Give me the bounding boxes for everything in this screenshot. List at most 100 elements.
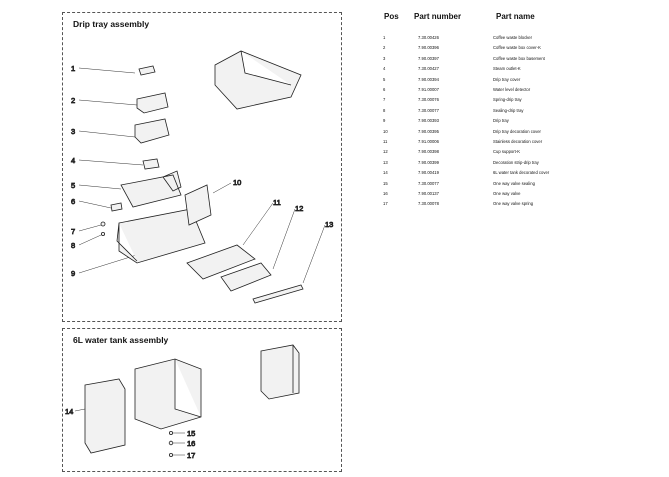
- cell-pos: 7: [383, 97, 386, 103]
- cell-part-number: 7.90.00395: [418, 128, 439, 134]
- cell-part-number: 7.30.00426: [418, 35, 439, 40]
- drip-tray-shape: [116, 208, 206, 264]
- drip-callout-numbers: 1 2 3 4 5 6 7 8 9 10 11 12 13: [71, 64, 334, 279]
- assembled-water-tank-shape: [260, 344, 300, 400]
- cell-part-name: Stainless decoration cover: [493, 139, 543, 144]
- cell-part-name: One way valve: [493, 191, 521, 196]
- drip-tray-cover-shape: [120, 170, 182, 208]
- cell-part-name: Drip tray cover: [493, 76, 521, 82]
- decoration-strip-shape: [252, 284, 304, 304]
- cell-part-number: 7.90.00394: [418, 76, 439, 82]
- water-tank-decorated-cover-shape: [84, 378, 126, 454]
- cell-pos: 15: [383, 180, 388, 186]
- table-row: 16 7.90.00137 One way valve: [378, 189, 658, 198]
- table-row: 11 7.91.00006 Stainless decoration cover: [378, 137, 658, 146]
- callout-17: 17: [187, 451, 195, 460]
- table-row: 3 7.90.00397 Coffee waste box basement: [378, 54, 658, 63]
- cell-part-name: Spring-drip tray: [493, 97, 522, 103]
- drip-tray-decoration-cover-shape: [184, 184, 212, 226]
- callout-11: 11: [273, 198, 281, 207]
- cell-part-name: Steam outlet-K: [493, 66, 521, 72]
- coffee-waste-box-basement-shape: [134, 118, 170, 144]
- header-part-name: Part name: [496, 12, 535, 21]
- callout-8: 8: [71, 241, 75, 250]
- cell-part-name: Sealing-drip tray: [493, 107, 524, 113]
- cell-pos: 11: [383, 139, 388, 144]
- cell-pos: 10: [383, 128, 388, 134]
- cell-part-name: 6L water tank decorated cover: [493, 170, 550, 176]
- cell-pos: 6: [383, 87, 386, 92]
- callout-12: 12: [295, 204, 303, 213]
- cell-pos: 13: [383, 159, 388, 165]
- drip-tray-assembly-panel: Drip tray assembly: [62, 12, 342, 322]
- stainless-decoration-cover-shape: [186, 244, 256, 280]
- coffee-waste-blocker-shape: [138, 65, 156, 76]
- cell-pos: 1: [383, 35, 386, 40]
- cell-pos: 4: [383, 66, 386, 72]
- table-row: 7 7.30.00076 Spring-drip tray: [378, 95, 658, 104]
- cell-pos: 17: [383, 201, 388, 207]
- spring-drip-tray-shape: [100, 221, 106, 227]
- callout-9: 9: [71, 269, 75, 278]
- callout-10: 10: [233, 178, 241, 187]
- cell-part-name: Coffee waste box basement: [493, 55, 545, 61]
- cell-pos: 8: [383, 107, 386, 113]
- cell-part-name: Coffee waste blocker: [493, 35, 533, 40]
- cell-part-number: 7.30.00427: [418, 66, 439, 72]
- cell-part-number: 7.90.00393: [418, 118, 439, 124]
- steam-outlet-shape: [142, 158, 160, 170]
- cell-part-number: 7.90.00398: [418, 149, 439, 155]
- cell-part-number: 7.90.00397: [418, 55, 439, 61]
- table-row: 8 7.30.00077 Sealing-drip tray: [378, 106, 658, 115]
- table-row: 12 7.90.00398 Cup support-K: [378, 147, 658, 156]
- table-row: 1 7.30.00426 Coffee waste blocker: [378, 33, 658, 42]
- cell-pos: 12: [383, 149, 388, 155]
- cell-pos: 14: [383, 170, 388, 176]
- cell-part-number: 7.90.00137: [418, 191, 439, 196]
- header-part-number: Part number: [414, 12, 462, 21]
- cell-pos: 9: [383, 118, 386, 124]
- tank-callout-numbers: 14 15 16 17: [65, 407, 196, 461]
- cell-part-name: Decoration strip-drip tray: [493, 159, 539, 165]
- cell-part-name: Drip tray decoration cover: [493, 128, 541, 134]
- cup-support-shape: [220, 262, 272, 292]
- cell-part-name: Cup support-K: [493, 149, 520, 155]
- cell-pos: 2: [383, 45, 386, 51]
- cell-part-number: 7.91.00007: [418, 87, 439, 92]
- callout-13: 13: [325, 220, 333, 229]
- callout-14: 14: [65, 407, 73, 416]
- cell-part-name: One way valve sealing: [493, 180, 535, 186]
- cell-part-number: 7.90.00396: [418, 45, 439, 51]
- table-row: 9 7.90.00393 Drip tray: [378, 116, 658, 125]
- cell-pos: 16: [383, 191, 388, 196]
- callout-3: 3: [71, 127, 75, 136]
- table-row: 10 7.90.00395 Drip tray decoration cover: [378, 127, 658, 136]
- cell-part-number: 7.91.00006: [418, 139, 439, 144]
- cell-pos: 3: [383, 55, 386, 61]
- drip-tray-assembly-title: Drip tray assembly: [73, 19, 150, 29]
- cell-part-number: 7.30.00076: [418, 97, 439, 103]
- cell-part-name: Drip tray: [493, 118, 509, 124]
- cell-part-name: Water level detector: [493, 87, 531, 92]
- water-tank-exploded-drawing: 14 15 16 17: [65, 344, 300, 461]
- water-level-detector-shape: [110, 202, 123, 212]
- drip-tray-exploded-drawing: 1 2 3 4 5 6 7 8 9 10 11 12 13: [71, 50, 334, 304]
- coffee-waste-box-cover-shape: [136, 92, 169, 114]
- callout-leaders: [78, 67, 326, 284]
- water-tank-assembly-title: 6L water tank assembly: [73, 335, 169, 345]
- callout-4: 4: [71, 156, 75, 165]
- callout-6: 6: [71, 197, 75, 206]
- tank-callout-leaders: [74, 408, 185, 456]
- callout-7: 7: [71, 227, 75, 236]
- table-row: 4 7.30.00427 Steam outlet-K: [378, 64, 658, 73]
- cell-part-number: 7.30.00077: [418, 107, 439, 113]
- sealing-drip-tray-shape: [101, 231, 106, 236]
- table-row: 6 7.91.00007 Water level detector: [378, 85, 658, 94]
- cell-part-name: One way valve spring: [493, 201, 534, 207]
- callout-15: 15: [187, 429, 195, 438]
- callout-2: 2: [71, 96, 75, 105]
